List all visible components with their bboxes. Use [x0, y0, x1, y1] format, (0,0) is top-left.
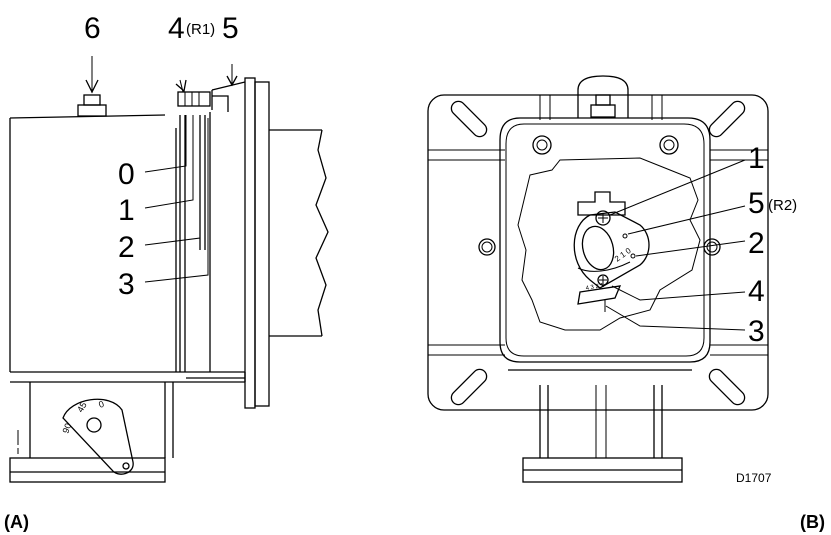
shaft-section	[269, 129, 329, 337]
adjust-cap	[175, 64, 238, 107]
position-cam	[573, 210, 650, 312]
callout-1: 1	[748, 142, 765, 175]
gear-cavity	[517, 157, 701, 331]
callout-5: 5	[748, 187, 765, 220]
leader-lines-a	[144, 115, 209, 283]
label-5: 5	[222, 12, 239, 45]
screw-hole-right	[659, 135, 679, 155]
side-hole-left	[478, 238, 496, 256]
top-lug	[577, 75, 629, 118]
label-6: 6	[84, 12, 101, 45]
corner-slots	[450, 100, 746, 406]
stop-2	[630, 253, 636, 259]
screw-hole-left	[532, 135, 552, 155]
label-2: 2	[118, 231, 135, 264]
leader-lines-b	[605, 159, 746, 331]
callout-2: 2	[748, 227, 765, 260]
label-4: 4	[168, 12, 185, 45]
bolt-6	[77, 56, 107, 117]
view-a	[9, 56, 329, 483]
small-scale: 4 3 2 1	[585, 283, 605, 292]
label-1: 1	[118, 194, 135, 227]
pointer-3	[577, 285, 622, 305]
label-r1: (R1)	[186, 21, 215, 38]
base-b	[508, 369, 692, 483]
dial-digits: 2 1 0	[613, 246, 633, 264]
screw-1	[595, 210, 611, 226]
callout-4: 4	[748, 275, 765, 308]
handle-slot	[577, 191, 626, 216]
inner-cover	[499, 117, 711, 363]
mounting-flange	[186, 77, 270, 409]
plate-ribs	[428, 95, 768, 356]
callout-r2: (R2)	[768, 197, 797, 214]
label-0: 0	[118, 158, 135, 191]
screw-4	[597, 274, 609, 286]
callout-3: 3	[748, 315, 765, 348]
stop-5	[622, 233, 628, 239]
panel-label-a: (A)	[4, 512, 29, 532]
scale-90: 90	[60, 422, 73, 435]
position-arm	[62, 398, 134, 475]
scale-45: 45	[75, 400, 89, 414]
view-b	[427, 75, 769, 483]
side-hole-right	[703, 238, 721, 256]
base-a	[9, 382, 174, 483]
scale-0: 0	[97, 399, 105, 410]
label-3: 3	[118, 268, 135, 301]
drawing-code: D1707	[736, 471, 772, 485]
panel-label-b: (B)	[800, 512, 825, 532]
